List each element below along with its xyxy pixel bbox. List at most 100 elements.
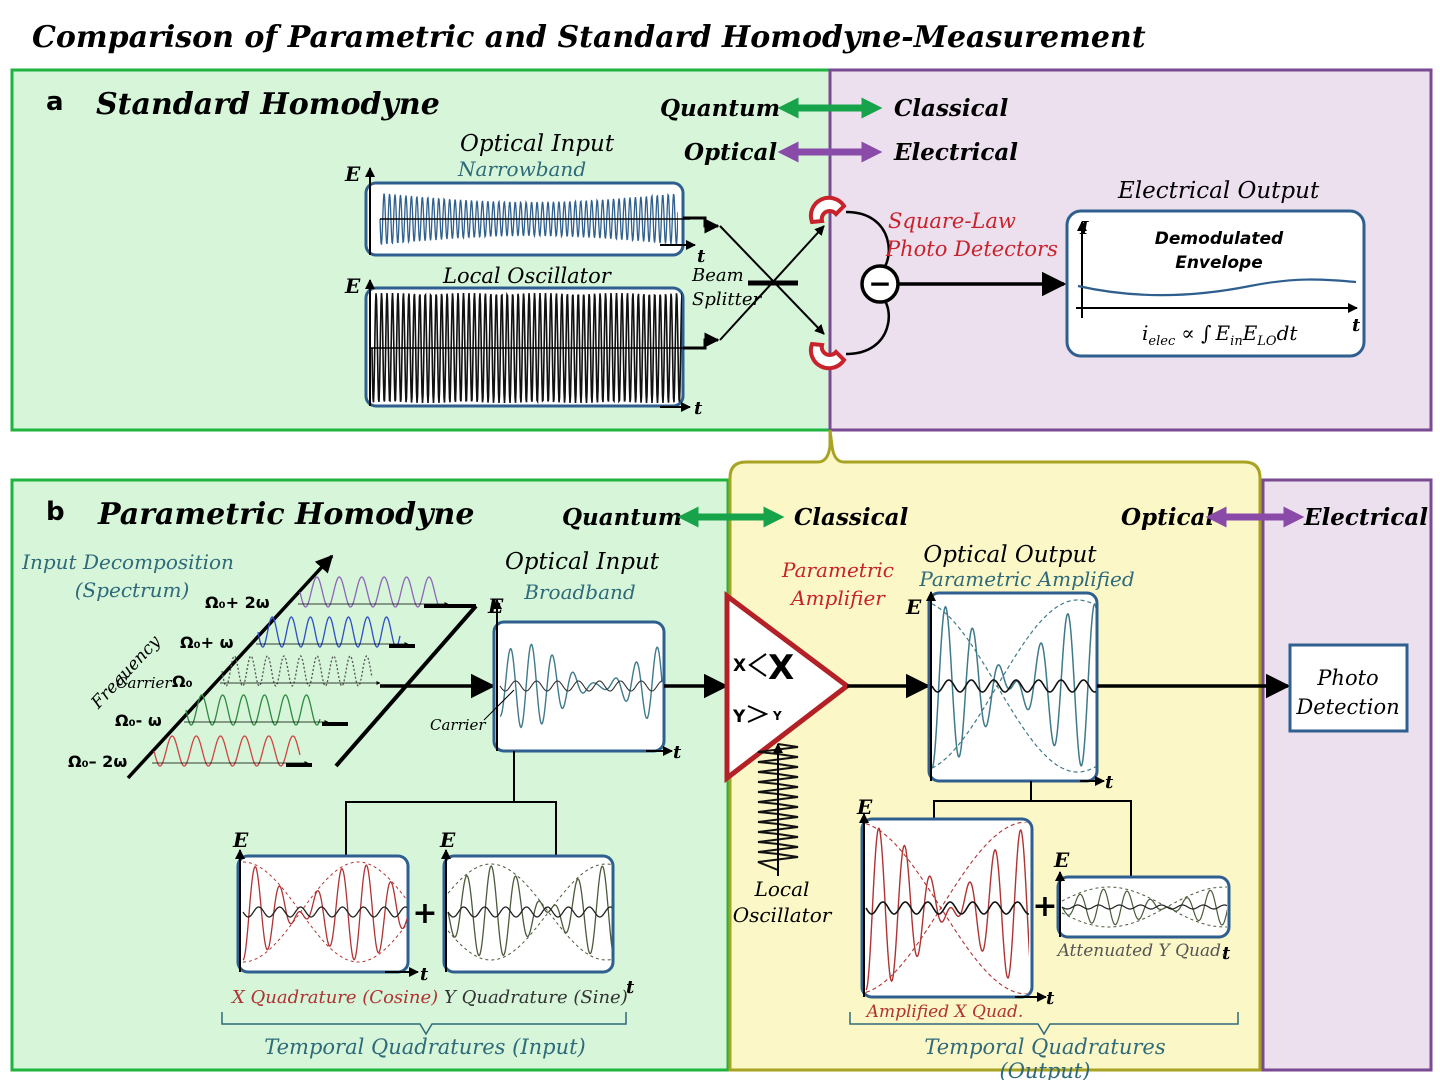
local-oscillator-label: Local Oscillator	[442, 264, 613, 288]
y-quadrature-waveform	[447, 863, 612, 961]
oscillator-label: Oscillator	[733, 903, 833, 927]
optical-output-waveform	[932, 599, 1096, 773]
electrical-output-box	[1065, 209, 1366, 358]
input-quadratures-brace	[221, 1012, 627, 1036]
panel-b-classical-label: Classical	[794, 504, 908, 531]
freq-component-1-trace	[257, 616, 401, 648]
broadband-t-label: t	[673, 742, 682, 763]
freq-label-3: Ω₀- ω	[115, 711, 162, 730]
output-i-label: I	[1079, 218, 1089, 239]
demodulated-label: Demodulated	[1155, 229, 1284, 249]
output-t-label-b: t	[1105, 772, 1114, 793]
yq-e-label: E	[439, 828, 456, 852]
amp-x-in-label: X	[733, 656, 746, 676]
yq-carrier-trace	[447, 906, 612, 918]
input-plus-icon: +	[412, 896, 437, 931]
beam-path-down	[719, 225, 825, 335]
panel-b-electrical-region	[1261, 478, 1433, 1072]
panel-a-electrical-label: Electrical	[893, 139, 1018, 166]
photo-detector-top	[808, 195, 847, 225]
lo-t-label: t	[694, 398, 703, 419]
x-quadrature-label: X Quadrature (Cosine)	[230, 987, 438, 1008]
ax-envelope-upper	[865, 822, 1029, 993]
output-e-label: E	[905, 595, 922, 619]
amplified-x-waveform	[865, 822, 1029, 994]
optical-input-label: Optical Input	[460, 131, 615, 157]
yq-trace	[447, 865, 612, 957]
broadband-trace	[499, 643, 663, 729]
carrier-pointer	[483, 689, 515, 721]
xq-carrier-trace	[242, 906, 407, 918]
amp-y-out-label: Y	[772, 709, 782, 723]
panel-b-optical-label: Optical	[1121, 504, 1214, 531]
amplifier-label: Amplifier	[789, 586, 886, 610]
ax-trace	[865, 827, 1029, 991]
photo-detectors-label: Photo Detectors	[885, 237, 1058, 261]
temporal-input-label: Temporal Quadratures (Input)	[264, 1035, 586, 1059]
attenuated-y-box	[1056, 875, 1231, 939]
output-envelope-upper	[932, 599, 1096, 769]
ax-envelope-lower	[865, 823, 1029, 994]
freq-component-2-trace	[221, 655, 373, 687]
broadband-waveform	[499, 643, 663, 729]
ay-envelope-lower	[1061, 886, 1227, 928]
panel-b-electrical-label: Electrical	[1303, 504, 1428, 531]
temporal-output-label-2: (Output)	[1000, 1059, 1091, 1080]
attenuated-y-label: Attenuated Y Quad.	[1056, 941, 1227, 961]
lo-carrier-trace	[371, 291, 682, 404]
xq-envelope-lower	[243, 861, 407, 963]
freq-label-1: Ω₀+ ω	[180, 633, 234, 652]
ay-carrier-trace	[1061, 904, 1227, 910]
lo-e-label: E	[344, 274, 361, 298]
ax-carrier-trace	[865, 901, 1029, 915]
local-label: Local	[754, 877, 810, 901]
figure-title: Comparison of Parametric and Standard Ho…	[32, 20, 1146, 55]
electrical-output-label: Electrical Output	[1117, 178, 1320, 204]
narrowband-t-label: t	[697, 246, 706, 267]
photo-detection-box	[1288, 643, 1409, 733]
spectrum-label: (Spectrum)	[75, 578, 190, 602]
panel-b-quantum-label: Quantum	[562, 504, 682, 531]
xq-e-label: E	[232, 828, 249, 852]
xq-t-label: t	[420, 964, 429, 985]
panel-a-optical-label: Optical	[684, 139, 777, 166]
ax-e-label: E	[856, 795, 873, 819]
y-quadrature-label: Y Quadrature (Sine)	[444, 987, 628, 1008]
yq-t-label: t	[626, 977, 635, 998]
narrowband-e-label: E	[344, 162, 361, 186]
beam-label: Beam	[691, 265, 744, 286]
ay-e-label: E	[1053, 848, 1070, 872]
output-amplified-trace	[932, 603, 1096, 769]
output-plus-icon: +	[1032, 889, 1057, 924]
input-decomposition-label: Input Decomposition	[21, 550, 234, 574]
demodulated-envelope-curve	[1077, 278, 1357, 297]
panel-a-quantum-label: Quantum	[660, 95, 780, 122]
temporal-output-label-1: Temporal Quadratures	[924, 1035, 1165, 1059]
amplified-x-box	[860, 817, 1034, 999]
freq-carrier-label: Carrier	[116, 674, 172, 692]
narrowband-waveform	[379, 192, 678, 245]
freq-label-0: Ω₀+ 2ω	[205, 593, 270, 612]
frequency-axis	[126, 554, 334, 780]
parametric-amplified-label: Parametric Amplified	[918, 567, 1134, 591]
lo-output-arrow	[683, 332, 720, 350]
broadband-label: Broadband	[523, 580, 635, 604]
panel-a-classical-label: Classical	[894, 95, 1008, 122]
amp-y-in-label: Y	[732, 707, 746, 727]
output-quadratures-brace	[849, 1012, 1239, 1036]
ay-t-label: t	[1222, 943, 1231, 964]
yq-envelope-upper	[447, 863, 612, 961]
ay-envelope-upper	[1061, 886, 1227, 928]
x-quadrature-waveform	[242, 861, 407, 963]
narrowband-label: Narrowband	[457, 157, 586, 181]
splitter-label: Splitter	[692, 289, 762, 310]
amplified-x-label: Amplified X Quad.	[865, 1002, 1024, 1022]
yq-envelope-lower	[447, 863, 612, 961]
panel-a-letter: a	[46, 87, 64, 117]
output-tree-left	[933, 781, 1032, 820]
square-law-label: Square-Law	[888, 209, 1016, 233]
amp-x-out-label: X	[768, 648, 794, 688]
panel-b-title: Parametric Homodyne	[97, 497, 474, 532]
photo-detector-bottom	[808, 341, 847, 371]
